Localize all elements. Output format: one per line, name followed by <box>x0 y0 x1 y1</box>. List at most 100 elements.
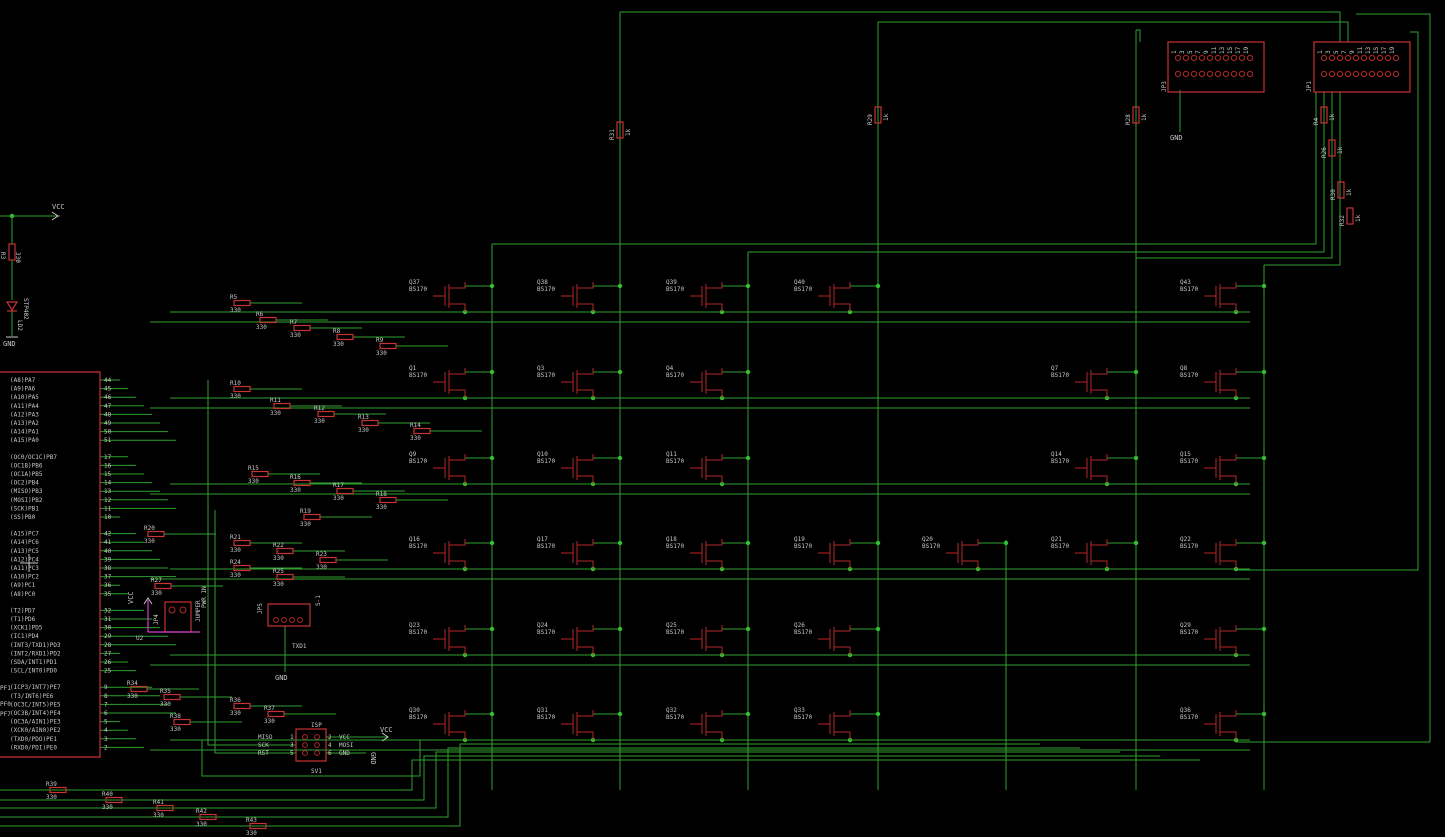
jp5-value: S-1 <box>315 595 322 606</box>
mcu-pin-name: (A14)PC6 <box>10 539 39 546</box>
vcc-arrow <box>381 732 389 742</box>
isp-left-wire <box>214 510 296 754</box>
mosfet-drain <box>449 454 466 461</box>
connector-pin <box>1246 70 1254 78</box>
top-frame-wire <box>1136 29 1141 42</box>
mosfet-drain <box>706 625 723 632</box>
mcu-pin-number: 40 <box>104 548 112 555</box>
mosfet-ref: Q1 <box>409 365 417 372</box>
jumper-jp4 <box>164 601 192 633</box>
connector-pin <box>1328 70 1336 78</box>
junction-dot <box>1133 455 1139 461</box>
resistor-value-r43: 330 <box>246 830 257 837</box>
top-frame-wire <box>620 11 1341 42</box>
connector-pin <box>1238 54 1246 62</box>
bottom-chain-wire <box>0 759 1200 791</box>
mosfet-ref: Q43 <box>1180 279 1191 286</box>
mosfet-source <box>1220 560 1237 569</box>
led-resistor-ref: R3 <box>0 252 6 260</box>
mcu-pin-number: 8 <box>104 693 108 700</box>
mcu-pin-number: 29 <box>104 633 112 640</box>
mcu-pin-name: (A11)PC3 <box>10 565 39 572</box>
right-frame-wire <box>1236 31 1419 571</box>
bottom-return-wire <box>201 739 445 777</box>
junction-dot <box>489 540 495 546</box>
resistor-r38 <box>173 718 191 726</box>
mosfet-q30 <box>433 710 466 740</box>
pullup-resistor-r30 <box>1337 181 1345 199</box>
connector-pin <box>1368 70 1376 78</box>
connector-pin <box>1376 54 1384 62</box>
resistor-r40 <box>105 796 123 804</box>
mosfet-ref: Q18 <box>666 536 677 543</box>
connector-pin <box>1384 70 1392 78</box>
gnd-label-jp3: GND <box>1170 134 1183 142</box>
mosfet-source <box>706 475 723 484</box>
left-edge-label-1: PF1 <box>0 685 11 692</box>
isp-right-3: GND <box>339 750 350 757</box>
junction-dot <box>617 369 623 375</box>
isp-num-left-2: 3 <box>290 742 294 749</box>
mcu-pin-number: 37 <box>104 574 112 581</box>
mosfet-q9 <box>433 454 466 484</box>
connector-pin-number: 1 <box>1317 50 1324 54</box>
mosfet-q11 <box>690 454 723 484</box>
connector-pin <box>1198 54 1206 62</box>
drain-wire <box>592 282 620 287</box>
junction-dot <box>489 369 495 375</box>
connector-pin <box>1198 70 1206 78</box>
resistor-ref-r17: R17 <box>333 482 344 489</box>
mcu-pin-number: 25 <box>104 668 112 675</box>
isp-right-1: VCC <box>339 734 350 741</box>
mcu-pin-number: 28 <box>104 642 112 649</box>
mosfet-drain <box>834 282 851 289</box>
pullup-value-r30: 1k <box>1346 188 1353 196</box>
resistor-ref-r24: R24 <box>230 559 241 566</box>
junction-dot <box>617 711 623 717</box>
jumper-pin <box>179 606 187 614</box>
mosfet-source <box>449 731 466 740</box>
connector-pin <box>1182 54 1190 62</box>
mcu-pin-name: (XCK1)PD5 <box>10 625 43 632</box>
jp5-ref: JP5 <box>257 603 264 614</box>
mosfet-drain <box>1091 368 1108 375</box>
connector-pin-number: 7 <box>1195 50 1202 54</box>
resistor-r10 <box>233 385 251 393</box>
junction-dot <box>875 626 881 632</box>
mcu-pin-number: 36 <box>104 582 112 589</box>
resistor-r7 <box>293 324 311 332</box>
connector-pin-number: 19 <box>1389 46 1396 54</box>
connector-pin-number: 17 <box>1381 46 1388 54</box>
connector-pin <box>297 617 303 623</box>
junction-dot <box>1261 711 1267 717</box>
mcu-pin-number: 10 <box>104 514 112 521</box>
connector-pin <box>1360 70 1368 78</box>
mcu-pin-name: (OC3B/INT4)PE4 <box>10 710 61 717</box>
connector-pin <box>1344 54 1352 62</box>
mosfet-ref: Q8 <box>1180 365 1188 372</box>
mosfet-q16 <box>433 539 466 569</box>
mcu-pin-number: 3 <box>104 736 108 743</box>
mcu-pin-name: (A8)PA7 <box>10 377 36 384</box>
mosfet-ref: Q23 <box>409 622 420 629</box>
resistor-value-r11: 330 <box>270 410 281 417</box>
isp-header <box>295 728 327 762</box>
mosfet-ref: Q31 <box>537 707 548 714</box>
mcu-pin-name: (ICP3/INT7)PE7 <box>10 684 61 691</box>
junction-dot <box>1261 283 1267 289</box>
wire-layer <box>0 11 1431 827</box>
mosfet-ref: Q16 <box>409 536 420 543</box>
junction-dot <box>875 711 881 717</box>
gnd-label-led: GND <box>3 340 16 348</box>
resistor-value-r10: 330 <box>230 393 241 400</box>
jp1-ref: JP1 <box>1306 81 1313 92</box>
junction-dot <box>489 626 495 632</box>
resistor-ref-r42: R42 <box>196 808 207 815</box>
resistor-ref-r20: R20 <box>144 525 155 532</box>
jp5-sub: TXD1 <box>292 643 307 650</box>
mosfet-value: BS170 <box>537 458 555 465</box>
resistor-r5 <box>233 299 251 307</box>
connector-pin-number: 13 <box>1365 46 1372 54</box>
mosfet-value: BS170 <box>666 286 684 293</box>
